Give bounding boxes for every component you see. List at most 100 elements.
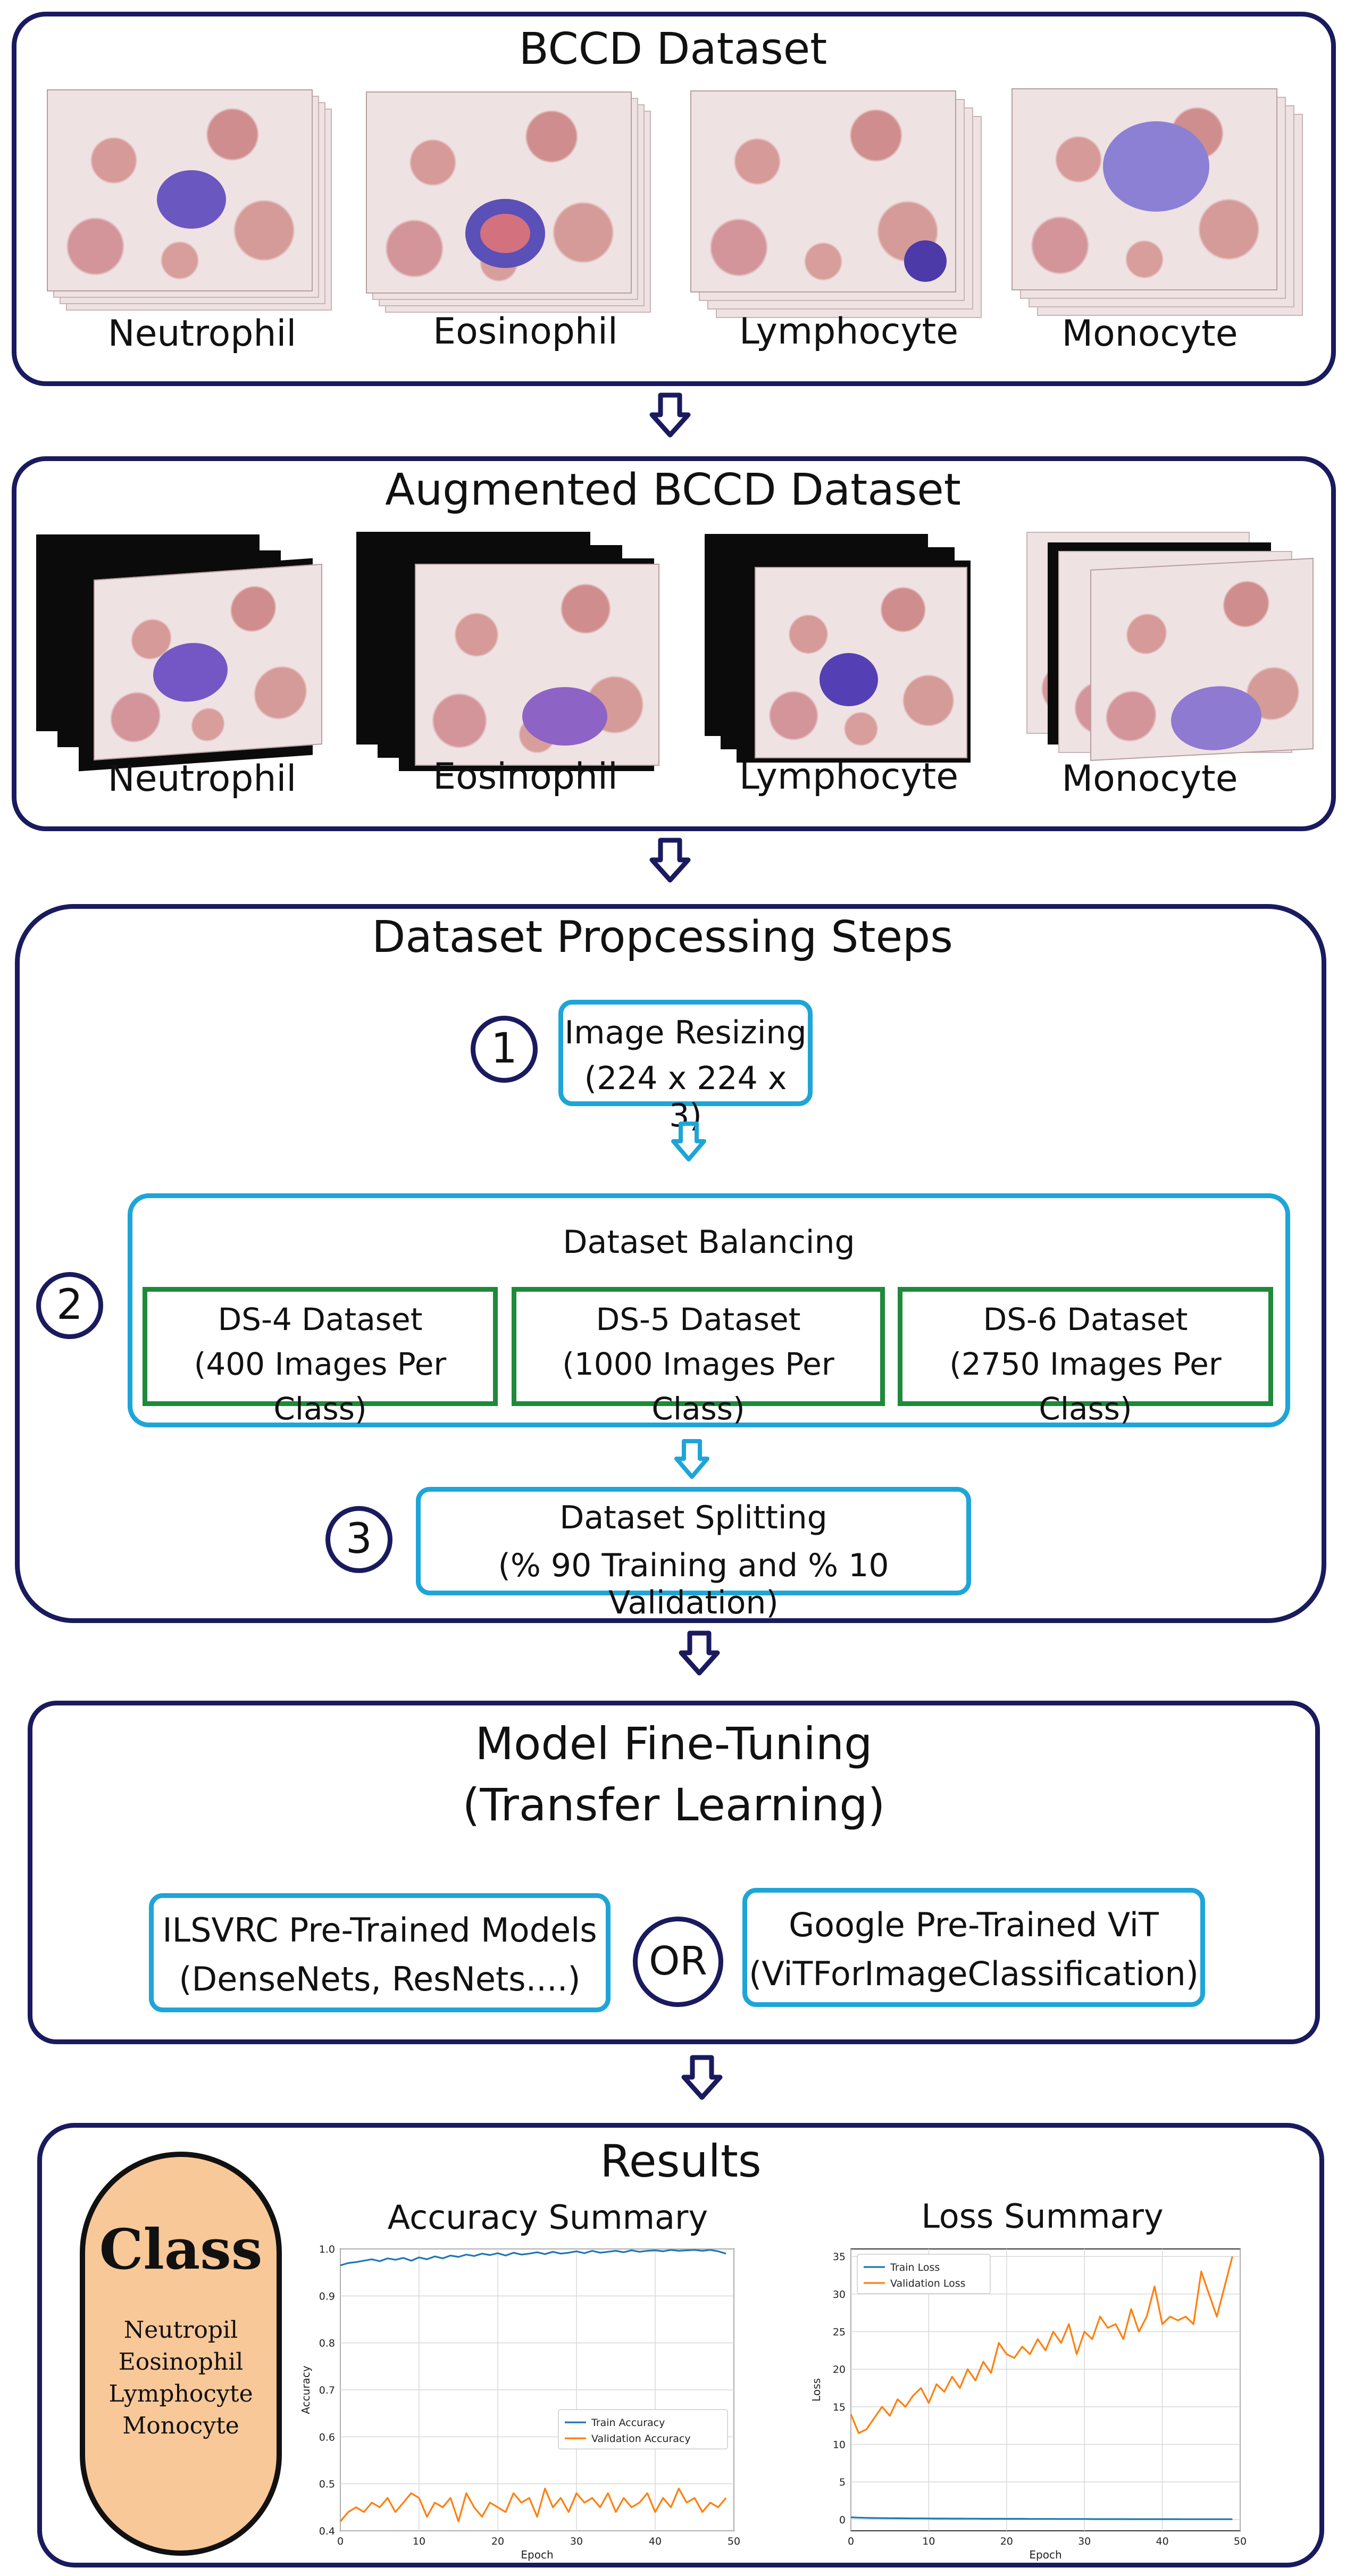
augmented-image-stack-eosinophil <box>356 532 665 771</box>
loss-chart-title: Loss Summary <box>921 2197 1164 2236</box>
google-vit-title: Google Pre-Trained ViT <box>789 1905 1159 1944</box>
processing-steps-title: Dataset Propcessing Steps <box>372 912 953 963</box>
google-vit-class: (ViTForImageClassification) <box>749 1954 1199 1993</box>
class-output-pill: Class Neutropil Eosinophil Lymphocyte Mo… <box>80 2152 282 2556</box>
loss-y-tick-label: 10 <box>833 2439 846 2450</box>
bccd-dataset-panel <box>12 12 1336 386</box>
accuracy-legend <box>558 2409 728 2449</box>
loss-y-tick-label: 30 <box>833 2289 846 2301</box>
accuracy-y-axis-label: Accuracy <box>299 2365 312 2414</box>
accuracy-y-tick-label: 0.8 <box>319 2338 335 2349</box>
flow-arrow-icon <box>649 392 691 438</box>
flow-arrow-icon <box>681 2055 723 2100</box>
loss-y-tick-label: 25 <box>833 2326 846 2338</box>
accuracy-y-tick-label: 1.0 <box>319 2244 335 2255</box>
ds4-dataset-box: DS-4 Dataset (400 Images Per Class) <box>143 1287 498 1427</box>
bccd-label-eosinophil: Eosinophil <box>433 311 618 353</box>
accuracy-series-line-train <box>340 2249 726 2266</box>
or-connector: OR <box>633 1917 723 2007</box>
loss-plot-area <box>850 2248 1241 2531</box>
augmented-monocyte-cell-image <box>1171 684 1261 753</box>
ilsvrc-models-title: ILSVRC Pre-Trained Models <box>162 1911 597 1950</box>
loss-x-axis-label: Epoch <box>1029 2548 1061 2561</box>
ds6-dataset-name: DS-6 Dataset <box>983 1301 1188 1337</box>
accuracy-y-tick-label: 0.9 <box>319 2290 335 2302</box>
augmented-dataset-title: Augmented BCCD Dataset <box>385 465 961 515</box>
bccd-image-stack-monocyte <box>1011 88 1309 322</box>
loss-x-tick-label: 50 <box>1234 2536 1247 2547</box>
dataset-balancing-title: Dataset Balancing <box>563 1224 855 1261</box>
loss-y-tick-label: 15 <box>833 2402 846 2413</box>
loss-x-tick-label: 0 <box>848 2536 854 2547</box>
augmented-image-stack-monocyte <box>1026 532 1324 766</box>
ds4-dataset-name: DS-4 Dataset <box>218 1301 423 1337</box>
ilsvrc-models-examples: (DenseNets, ResNets....) <box>179 1960 581 1998</box>
loss-y-tick-label: 35 <box>833 2251 846 2263</box>
step-number-3: 3 <box>325 1506 392 1573</box>
ds4-dataset-detail: (400 Images Per Class) <box>194 1346 447 1427</box>
loss-x-tick-label: 20 <box>1000 2536 1013 2547</box>
ds6-dataset-detail: (2750 Images Per Class) <box>949 1346 1222 1427</box>
finetuning-subtitle: (Transfer Learning) <box>462 1779 885 1831</box>
loss-y-tick-label: 5 <box>839 2477 846 2488</box>
ds6-dataset-box: DS-6 Dataset (2750 Images Per Class) <box>898 1287 1273 1427</box>
dataset-splitting-ratio: (% 90 Training and % 10 Validation) <box>498 1547 889 1621</box>
loss-y-axis-label: Loss <box>810 2378 823 2402</box>
accuracy-x-tick-label: 40 <box>649 2536 662 2547</box>
accuracy-x-tick-label: 50 <box>728 2536 740 2547</box>
loss-legend-label: Validation Loss <box>890 2278 966 2289</box>
class-name-3: Lymphocyte <box>108 2380 253 2407</box>
loss-x-tick-label: 10 <box>922 2536 935 2547</box>
accuracy-x-tick-label: 30 <box>570 2536 583 2547</box>
augmented-label-lymphocyte: Lymphocyte <box>739 756 959 798</box>
class-name-4: Monocyte <box>122 2412 239 2439</box>
dataset-balancing-box: Dataset Balancing <box>128 1193 1290 1427</box>
bccd-label-neutrophil: Neutrophil <box>107 313 297 355</box>
loss-y-tick-label: 20 <box>833 2364 846 2376</box>
accuracy-y-tick-label: 0.4 <box>319 2525 335 2537</box>
augmented-image-stack-neutrophil <box>36 534 334 772</box>
accuracy-y-tick-label: 0.5 <box>319 2479 335 2490</box>
monocyte-cell-image <box>1103 121 1209 212</box>
step-arrow-icon <box>674 1439 709 1479</box>
bccd-image-stack-eosinophil <box>366 91 653 315</box>
model-finetuning-panel <box>28 1701 1320 2044</box>
loss-series-line-validation <box>850 2256 1233 2434</box>
dataset-splitting-title: Dataset Splitting <box>559 1499 827 1536</box>
accuracy-legend-label: Validation Accuracy <box>591 2433 691 2445</box>
accuracy-x-tick-label: 20 <box>491 2536 504 2547</box>
class-name-2: Eosinophil <box>118 2348 244 2376</box>
augmented-lymphocyte-cell-image <box>820 653 878 706</box>
augmented-dataset-panel <box>12 456 1336 831</box>
loss-series-line-train <box>850 2516 1233 2520</box>
flow-arrow-icon <box>649 838 691 883</box>
loss-legend <box>857 2254 991 2294</box>
google-vit-box: Google Pre-Trained ViT (ViTForImageClass… <box>742 1888 1205 2007</box>
class-name-1: Neutropil <box>123 2316 238 2344</box>
step-arrow-icon <box>671 1122 706 1161</box>
finetuning-title: Model Fine-Tuning <box>475 1718 873 1770</box>
ds5-dataset-box: DS-5 Dataset (1000 Images Per Class) <box>512 1287 885 1427</box>
processing-steps-panel <box>15 904 1326 1623</box>
bccd-dataset-title: BCCD Dataset <box>519 24 827 74</box>
bccd-image-stack-neutrophil <box>47 89 334 313</box>
accuracy-x-tick-label: 10 <box>413 2536 425 2547</box>
accuracy-y-tick-label: 0.7 <box>319 2385 335 2396</box>
step-number-1: 1 <box>471 1016 538 1083</box>
augmented-label-neutrophil: Neutrophil <box>107 758 297 800</box>
ds5-dataset-name: DS-5 Dataset <box>596 1301 801 1337</box>
accuracy-x-axis-label: Epoch <box>521 2548 553 2561</box>
class-output-title: Class <box>99 2217 263 2282</box>
results-panel <box>37 2123 1324 2567</box>
dataset-splitting-box: Dataset Splitting (% 90 Training and % 1… <box>416 1487 971 1621</box>
accuracy-x-tick-label: 0 <box>337 2536 344 2547</box>
accuracy-series-line-validation <box>339 2487 727 2522</box>
bccd-label-lymphocyte: Lymphocyte <box>739 311 959 353</box>
results-title: Results <box>600 2135 762 2187</box>
image-resizing-size: (224 x 224 x 3) <box>584 1060 787 1134</box>
neutrophil-cell-image <box>157 170 226 229</box>
accuracy-legend-label: Train Accuracy <box>591 2417 665 2429</box>
eosinophil-cell-image <box>465 199 545 268</box>
augmented-label-monocyte: Monocyte <box>1061 758 1238 800</box>
loss-x-tick-label: 30 <box>1078 2536 1091 2547</box>
